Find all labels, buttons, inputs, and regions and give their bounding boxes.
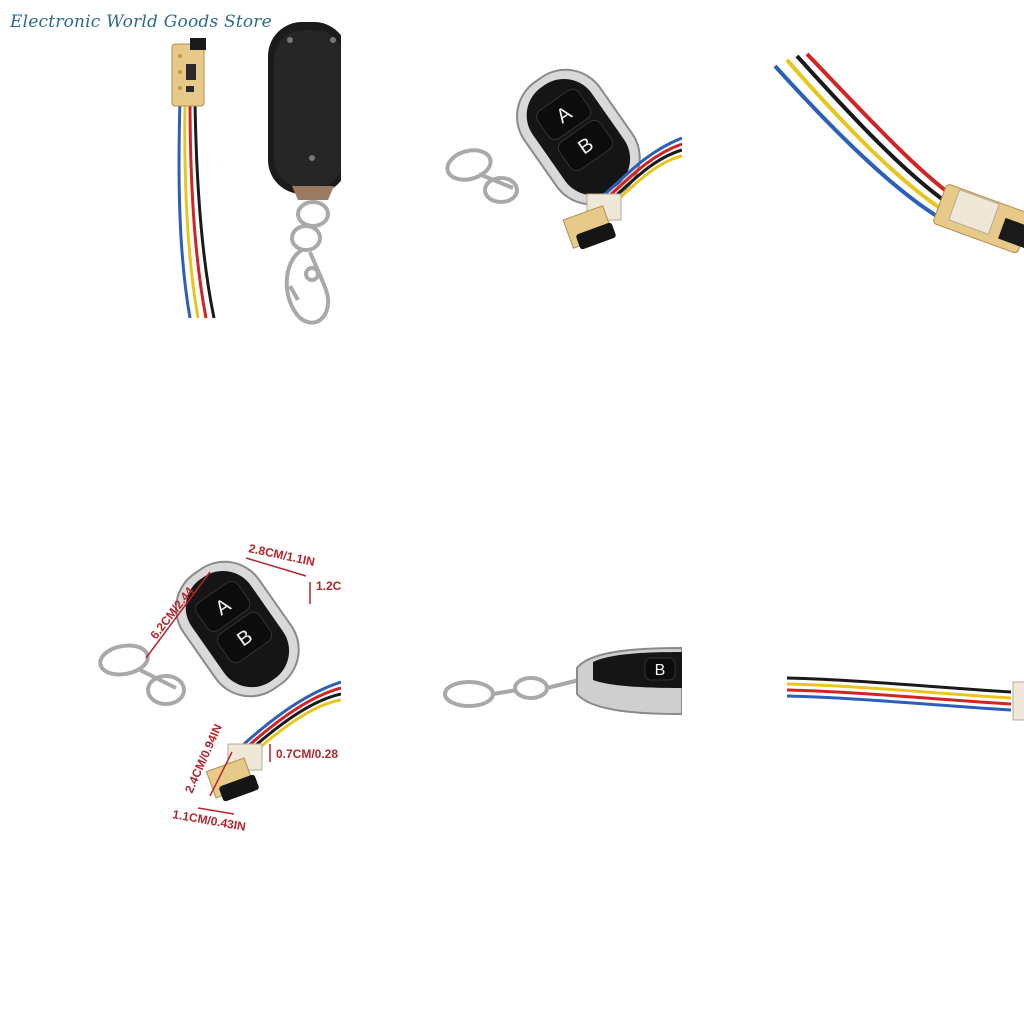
keyring-icon — [445, 148, 519, 204]
wires-icon — [177, 99, 216, 319]
keyring-icon — [443, 676, 580, 708]
button-b-label: B — [655, 662, 666, 679]
remote-icon: B — [576, 646, 682, 716]
dim-thickness: 1.2C — [316, 579, 341, 593]
wires-icon — [786, 676, 1012, 712]
receiver-module-icon — [1012, 681, 1024, 721]
dim-module-width: 1.1CM/0.43IN — [171, 807, 246, 834]
dim-width: 2.8CM/1.1IN — [247, 541, 316, 569]
panel-wires-closeup — [683, 0, 1024, 341]
dim-module-thickness: 0.7CM/0.28 — [276, 747, 338, 761]
dimension-lines — [145, 557, 311, 815]
receiver-module-icon — [562, 193, 622, 250]
remote-icon: A B — [516, 68, 641, 206]
keyring-icon — [284, 200, 331, 325]
panel-remote-front: A B — [341, 0, 682, 341]
receiver-module-icon — [205, 743, 263, 802]
receiver-module-icon — [171, 38, 206, 107]
remote-icon — [171, 22, 341, 325]
panel-wires-flat — [683, 512, 1024, 853]
wires-icon — [773, 52, 963, 222]
panel-module-and-remote-back — [0, 0, 341, 341]
keyring-icon — [98, 643, 186, 706]
store-watermark: Electronic World Goods Store — [10, 12, 272, 32]
receiver-module-icon — [933, 184, 1024, 254]
panel-dimensions: A B 2. — [0, 512, 341, 853]
remote-icon: A B — [175, 560, 300, 698]
panel-remote-side: B — [341, 512, 682, 853]
